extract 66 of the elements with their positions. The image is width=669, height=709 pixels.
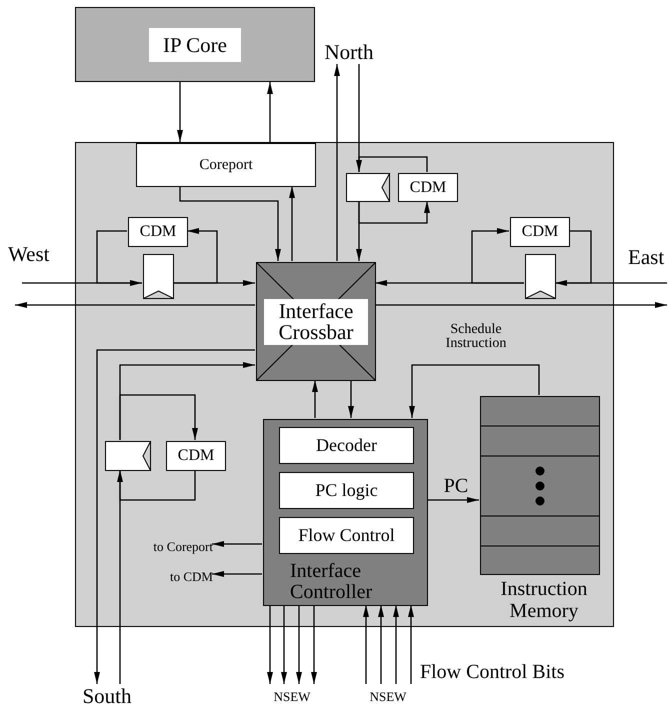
arrow xyxy=(363,605,369,684)
arrow xyxy=(408,605,414,684)
arrow xyxy=(296,605,302,684)
block-label: Flow Control xyxy=(298,526,395,546)
arrow xyxy=(267,605,273,684)
arrow xyxy=(281,605,287,684)
register-symbol xyxy=(105,441,151,471)
port-name: NSEW xyxy=(370,690,406,704)
port-label: Flow Control Bits xyxy=(420,661,564,683)
cdm-block xyxy=(510,217,570,247)
block-label: Decoder xyxy=(316,436,377,456)
port-block xyxy=(136,143,316,187)
arrow xyxy=(212,541,262,547)
controller-block xyxy=(263,419,428,606)
block-label: CDM xyxy=(522,223,558,241)
arrow xyxy=(311,605,317,684)
block-label: Coreport xyxy=(199,156,253,174)
port-name: North xyxy=(324,40,374,64)
arrow xyxy=(173,228,218,284)
arrow xyxy=(427,497,479,503)
arrow xyxy=(409,364,540,418)
arrow xyxy=(375,302,667,308)
arrow xyxy=(334,64,340,261)
arrow xyxy=(267,82,273,142)
arrow xyxy=(348,380,354,418)
block-label: PC logic xyxy=(315,480,378,500)
register-symbol xyxy=(525,254,556,299)
arrow xyxy=(393,605,399,684)
port-name: NSEW xyxy=(274,690,310,704)
block-label: CDM xyxy=(410,178,446,196)
arrow xyxy=(96,230,142,286)
register-symbol xyxy=(346,173,390,202)
arrow xyxy=(358,201,430,224)
block-label: Interface Controller xyxy=(290,561,374,603)
arrow xyxy=(179,186,281,261)
block-label: IP Core xyxy=(149,28,241,62)
cdm-block xyxy=(128,217,188,247)
arrow xyxy=(15,302,255,308)
block-label: CDM xyxy=(178,447,214,465)
logic-block xyxy=(279,517,414,554)
arrow xyxy=(555,230,592,286)
arrow xyxy=(378,605,384,684)
block-label: Instruction Memory xyxy=(500,578,588,622)
port-label: East xyxy=(628,246,664,270)
port-name: South xyxy=(82,684,132,708)
arrow xyxy=(94,349,255,684)
block-label: CDM xyxy=(140,223,176,241)
logic-block xyxy=(279,427,414,464)
arrow xyxy=(117,470,196,501)
arrow xyxy=(119,394,198,440)
cdm-block xyxy=(166,441,226,471)
arrow xyxy=(177,82,183,142)
arrow xyxy=(356,156,428,172)
port-label: West xyxy=(8,243,50,266)
arrow xyxy=(212,571,262,577)
router-panel xyxy=(75,142,614,627)
arrow xyxy=(289,186,295,261)
port-name: to Coreport xyxy=(153,540,213,554)
cdm-block xyxy=(398,173,458,202)
arrow xyxy=(471,228,524,284)
block-label: Interface Crossbar xyxy=(264,298,368,344)
core-block xyxy=(75,7,315,82)
register-symbol xyxy=(143,254,174,299)
arrow xyxy=(312,380,318,418)
port-name: to CDM xyxy=(170,570,213,584)
logic-block xyxy=(279,472,414,509)
